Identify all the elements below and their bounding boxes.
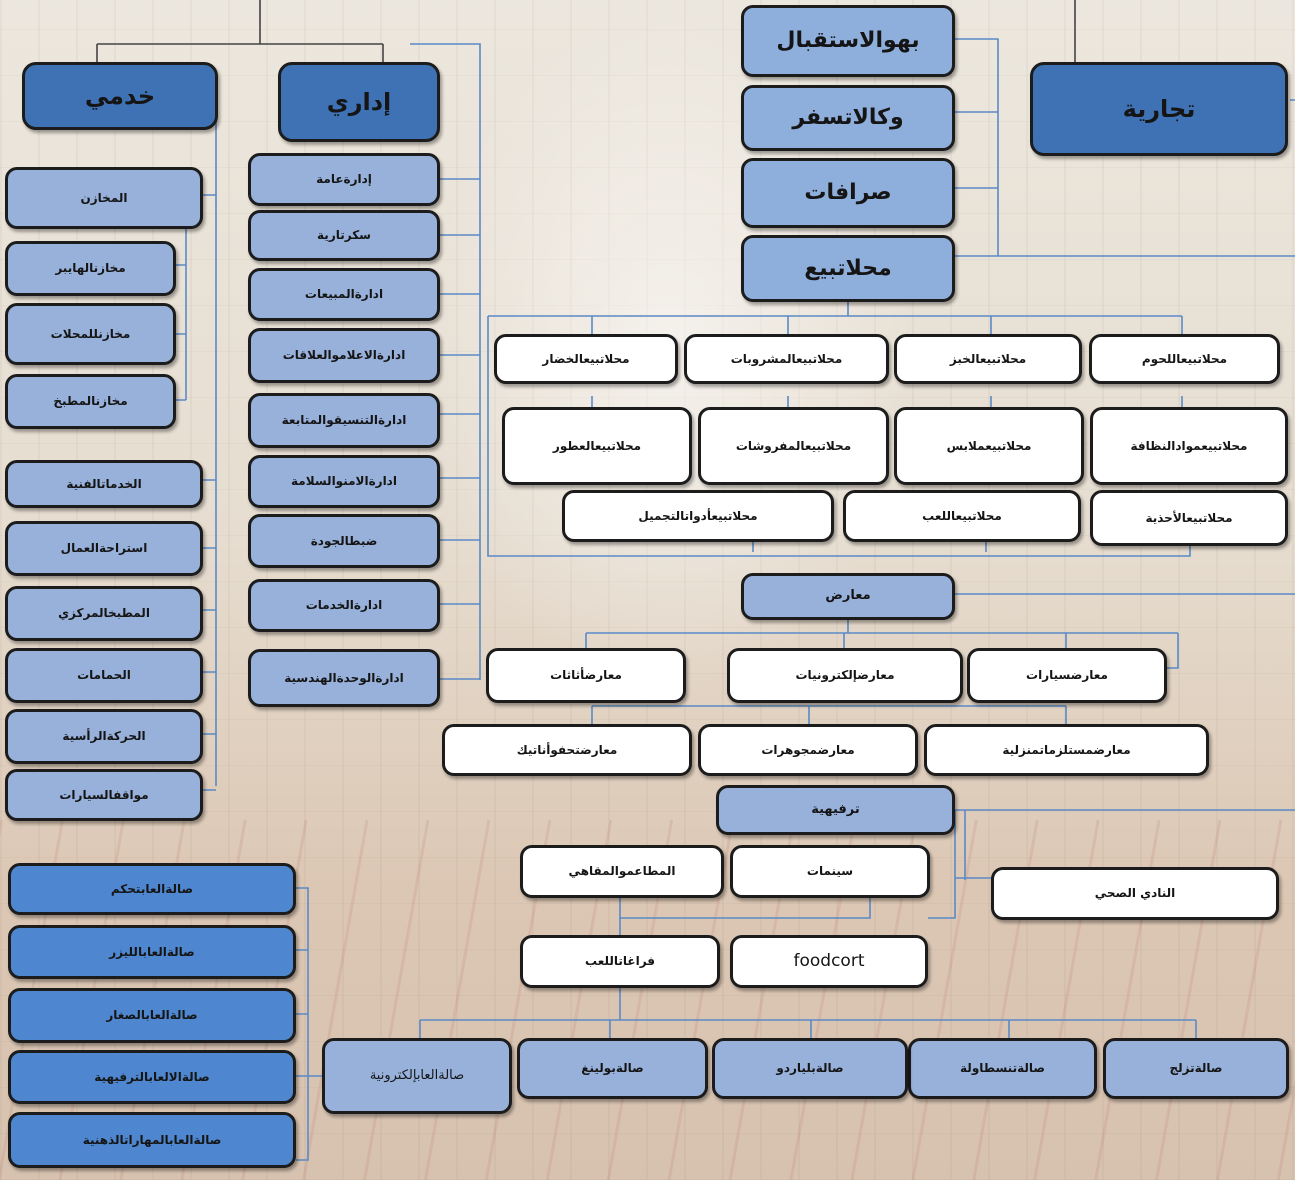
hall-entertainment-games: صالةالالعابالترفيهية [8,1050,296,1104]
category-commercial: تجارية [1030,62,1288,156]
shop-perfumes: محلاتبيعالعطور [502,407,692,485]
service-restrooms: الحمامات [5,648,203,703]
hall-bowling: صالةبولينغ [517,1038,708,1099]
admin-media-relations: ادارةالاعلاموالعلاقات [248,328,440,383]
hall-electronic-games: صالةالعابإلكترونية [322,1038,512,1114]
exhibitions-box: معارض [741,573,955,620]
admin-secretariat: سكرتارية [248,210,440,261]
hall-kids-games: صالةالعابالصغار [8,988,296,1043]
shop-cosmetics: محلاتبيعأدواتالتجميل [562,490,834,542]
category-administrative: إداري [278,62,440,142]
travel-agencies-box: وكالاتسفر [741,85,955,151]
play-areas-box: فراغاتاللعب [520,935,720,988]
shop-bread: محلاتبيعالخبز [894,334,1082,384]
shop-shoes: محلاتبيعالأحذية [1090,490,1288,546]
foodcourt-box: foodcort [730,935,928,988]
hall-skating: صالةتزلج [1103,1038,1289,1099]
exhibit-cars: معارضسيارات [967,648,1167,703]
shop-toys: محلاتبيعاللعب [843,490,1081,542]
admin-services: ادارةالخدمات [248,579,440,632]
admin-engineering-unit: ادارةالوحدةالهندسية [248,649,440,707]
exhibit-furniture: معارضأثاثات [486,648,686,703]
hall-mind-skills-games: صالةالعابالمهاراتالذهنية [8,1112,296,1168]
service-storage: المخازن [5,167,203,229]
hall-table-tennis: صالةتنسطاولة [908,1038,1097,1099]
reception-lobby-box: بهوالاستقبال [741,5,955,77]
shop-furnishings: محلاتبيعالمفروشات [698,407,889,485]
shop-cleaning: محلاتبيعموادالنظافة [1090,407,1288,485]
exhibit-antiques: معارضتحفوأناتيك [442,724,692,776]
storage-shops: مخازنللمحلات [5,303,176,365]
hall-laser-games: صالةالعاباللیزر [8,925,296,979]
shop-vegetables: محلاتبيعالخضار [494,334,678,384]
hall-billiards: صالةبلياردو [712,1038,908,1099]
health-club-box: النادي الصحي [991,867,1279,920]
service-parking: مواقفالسيارات [5,769,203,821]
shop-meat: محلاتبيعاللحوم [1089,334,1280,384]
admin-general-management: إدارةعامة [248,153,440,206]
service-technical: الخدماتالفنية [5,460,203,508]
exchange-offices-box: صرافات [741,158,955,228]
restaurants-cafes-box: المطاعموالمقاهي [520,845,724,898]
hall-control-games: صالةالعابتحكم [8,863,296,915]
shop-clothes: محلاتبيعملابس [894,407,1084,485]
service-central-kitchen: المطبخالمركزي [5,586,203,641]
shop-beverages: محلاتبيعالمشروبات [684,334,889,384]
entertainment-box: ترفيهية [716,785,955,835]
cinemas-box: سينمات [730,845,930,898]
category-service: خدمي [22,62,218,130]
storage-kitchen: مخازنالمطبخ [5,374,176,429]
exhibit-household: معارضمستلزماتمنزلية [924,724,1209,776]
service-vertical-circulation: الحركةالرأسية [5,709,203,764]
exhibit-electronics: معارضإلكترونيات [727,648,963,703]
retail-shops-box: محلاتبيع [741,235,955,302]
service-workers-rest: استراحةالعمال [5,521,203,576]
admin-security-safety: ادارةالامنوالسلامة [248,455,440,508]
admin-quality-control: ضبطالجودة [248,514,440,568]
admin-sales: ادارةالمبيعات [248,268,440,321]
admin-coordination: ادارةالتنسيقوالمتابعة [248,393,440,448]
storage-hyper: مخازنالهايبر [5,241,176,296]
exhibit-jewelry: معارضمجوهرات [698,724,918,776]
